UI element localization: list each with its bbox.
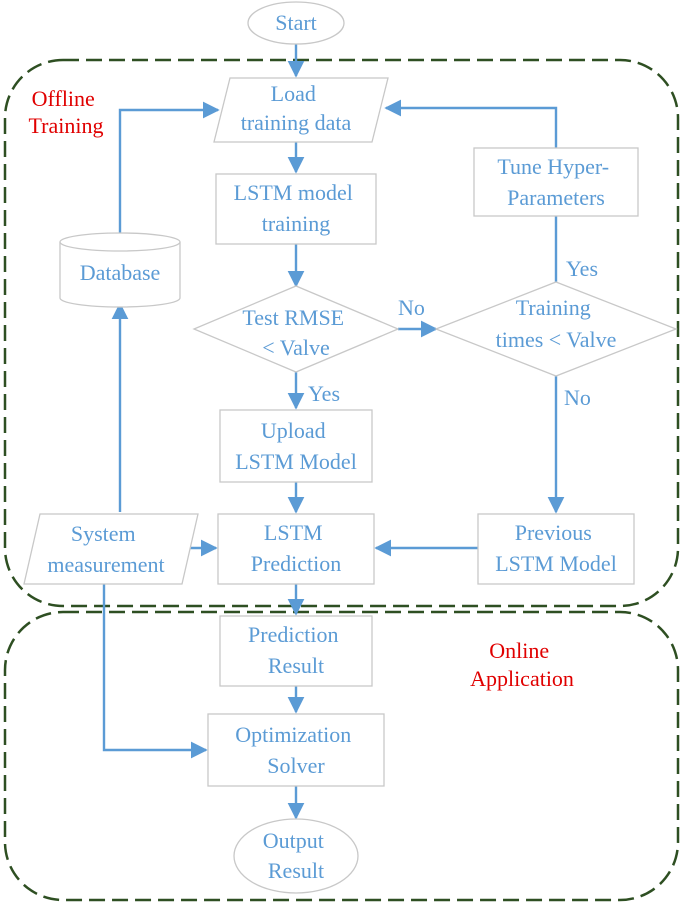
online-application-region (3, 610, 680, 902)
training-times-decision (434, 281, 678, 377)
edge-tune-to-load (384, 99, 558, 148)
tune-hyper-parameters-node (473, 147, 639, 217)
previous-lstm-model-label: Previous LSTM Model (495, 520, 617, 576)
tune-hyper-parameters-label: Tune Hyper- Parameters (497, 154, 614, 210)
database-label: Database (80, 260, 161, 285)
test-rmse-decision (192, 285, 400, 373)
edge-sysmeas-to-solver (102, 584, 208, 759)
output-result-node (233, 818, 359, 894)
upload-lstm-model-node (219, 409, 373, 483)
test-yes-label: Yes (308, 381, 340, 406)
load-training-data-label: Load training data (241, 81, 352, 135)
test-no-label: No (398, 295, 425, 320)
edges (102, 44, 565, 820)
lstm-prediction-label: LSTM Prediction (251, 520, 341, 576)
lstm-model-training-label: LSTM model training (234, 180, 359, 236)
test-rmse-label: Test RMSE < Valve (242, 305, 349, 360)
system-measurement-label: System measurement (47, 521, 164, 577)
upload-lstm-model-label: Upload LSTM Model (235, 418, 357, 474)
times-yes-label: Yes (566, 256, 598, 281)
offline-training-label: Offline Training (29, 86, 104, 138)
start-node (247, 1, 345, 45)
prediction-result-node (219, 615, 373, 687)
lstm-prediction-node (217, 513, 375, 585)
database-node (59, 232, 181, 308)
online-application-label: Online Application (470, 638, 574, 691)
output-result-label: Output Result (263, 828, 330, 883)
system-measurement-node (23, 513, 199, 585)
optimization-solver-node (207, 713, 385, 787)
previous-lstm-model-node (477, 513, 635, 585)
prediction-result-label: Prediction Result (248, 622, 344, 678)
lstm-model-training-node (215, 173, 377, 245)
edge-database-to-load (118, 101, 220, 236)
times-no-label: No (564, 385, 591, 410)
load-training-data-node (213, 77, 389, 143)
offline-training-region (3, 58, 680, 608)
training-times-label: Training times < Valve (496, 295, 617, 352)
start-label: Start (275, 10, 317, 35)
optimization-solver-label: Optimization Solver (235, 722, 357, 778)
